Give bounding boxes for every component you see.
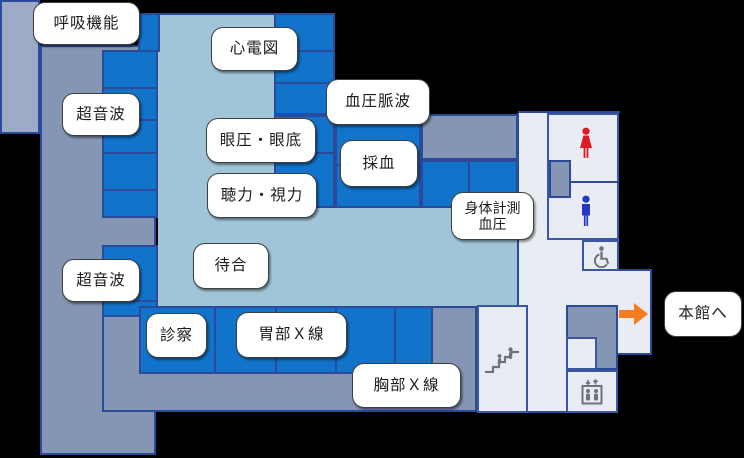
stairs-room: [477, 305, 528, 413]
male-restroom-icon: [582, 195, 590, 226]
label-body-measure-bp: 身体計測 血圧: [451, 192, 534, 240]
label-exam: 診察: [146, 313, 207, 358]
elevator-room: [566, 370, 618, 413]
room-block-respiratory: [138, 13, 160, 52]
stairs-icon: [485, 347, 519, 373]
arrow-right-icon: [619, 303, 648, 325]
label-bp-pulse-wave: 血圧脈波: [326, 79, 430, 125]
label-respiratory: 呼吸機能: [33, 2, 140, 45]
label-eye-pressure-fundus: 眼圧・眼底: [206, 118, 316, 163]
elevator-icon: [581, 379, 603, 405]
label-stomach-xray: 胃部Ｘ線: [236, 312, 347, 358]
restroom-divider: [571, 181, 619, 183]
label-waiting: 待合: [193, 243, 269, 289]
label-chest-xray: 胸部Ｘ線: [352, 363, 461, 408]
label-blood-draw: 採血: [340, 140, 418, 187]
restroom-utility-block: [549, 160, 571, 198]
label-hearing-vision: 聴力・視力: [207, 173, 317, 218]
label-ultrasound-upper: 超音波: [62, 93, 140, 136]
restroom-block: [547, 113, 619, 240]
gray-zone-upper-right: [421, 114, 518, 160]
female-restroom-icon: [580, 127, 592, 158]
label-ultrasound-lower: 超音波: [62, 259, 140, 302]
wheelchair-accessible-icon: [593, 246, 610, 268]
label-ecg: 心電図: [211, 27, 298, 71]
label-to-main-building: 本館へ: [664, 291, 742, 337]
elevator-lobby-notch: [566, 337, 597, 370]
